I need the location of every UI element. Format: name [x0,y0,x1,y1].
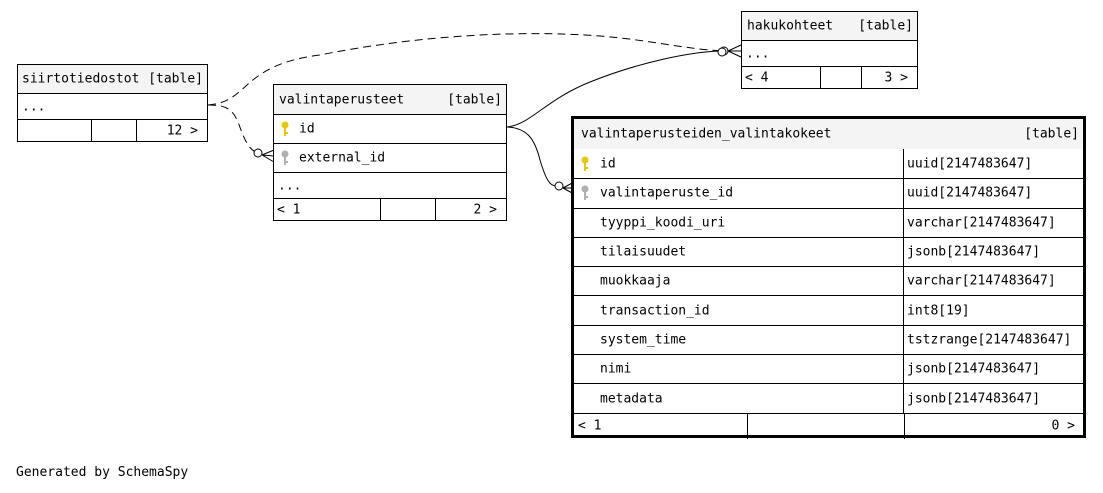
parent-count: < 1 [578,418,602,434]
column-name: transaction_id [600,303,710,319]
edge-valintaperusteet-valintakokeet [506,126,557,187]
footer-right[interactable]: 0 > [904,413,1083,439]
edge-valintaperusteet-hakukohteet [506,50,721,128]
column-row-valintaperuste-id: valintaperuste_id uuid[2147483647] [574,178,1083,208]
table-kind: [table] [1024,126,1079,142]
table-kind: [table] [148,71,203,87]
generated-by-note: Generated by SchemaSpy [16,465,189,480]
parent-count: < 1 [277,202,301,217]
table-kind: [table] [858,18,913,34]
table-header: hakukohteet [table] [742,12,917,40]
table-row: ... [742,40,917,66]
table-header: valintaperusteet [table] [274,85,506,114]
column-row-nimi: nimi jsonb[2147483647] [574,354,1083,384]
table-kind: [table] [447,92,502,107]
crowfoot-hakukohteet-a [727,44,742,58]
ellipsis-row: ... [278,178,302,193]
footer-left [18,120,91,141]
footer-right[interactable]: 12 > [136,120,207,141]
column-row-external-id: external_id [274,143,506,172]
footer-right[interactable]: 2 > [435,199,506,220]
ellipsis-row: ... [22,99,46,114]
child-count: 3 > [884,70,908,85]
table-name: hakukohteet [747,18,834,34]
table-footer: < 1 2 > [274,198,506,220]
table-footer: < 1 0 > [574,412,1083,439]
column-name: system_time [600,332,687,348]
column-row-system-time: system_time tstzrange[2147483647] [574,324,1083,355]
column-row-transaction-id: transaction_id int8[19] [574,295,1083,325]
table-header: valintaperusteiden_valintakokeet [table] [574,119,1083,149]
column-type: varchar[2147483647] [907,215,1056,231]
child-count: 0 > [1051,418,1075,434]
edge-end-hakukohteet-solid [717,47,727,57]
footer-middle [380,199,435,220]
table-name: siirtotiedostot [22,71,140,87]
column-name: tyyppi_koodi_uri [600,215,726,231]
table-valintaperusteiden-valintakokeet[interactable]: valintaperusteiden_valintakokeet [table]… [571,116,1086,439]
column-divider [903,267,904,296]
column-name: tilaisuudet [600,244,687,260]
table-valintaperusteet[interactable]: valintaperusteet [table] id external_id … [273,84,507,221]
table-header: siirtotiedostot [table] [18,65,207,93]
column-name: nimi [600,361,632,377]
primary-key-icon [581,156,589,171]
column-name: id [600,156,616,172]
edge-siirtotiedostot-valintaperusteet [207,104,259,154]
table-row: ... [18,93,207,119]
column-type: uuid[2147483647] [907,156,1033,172]
ellipsis-row: ... [746,46,770,61]
column-name: external_id [299,150,386,166]
column-name: valintaperuste_id [600,185,734,201]
footer-middle [820,67,861,88]
table-footer: 12 > [18,119,207,141]
column-row-id: id uuid[2147483647] [574,149,1083,179]
column-type: uuid[2147483647] [907,185,1033,201]
footer-left[interactable]: < 4 [742,67,820,88]
footer-middle [747,413,904,439]
column-name: muokkaaja [600,273,671,289]
parent-count: < 4 [745,70,769,85]
table-footer: < 4 3 > [742,66,917,88]
primary-key-icon [281,121,289,136]
footer-middle [91,120,136,141]
column-type: jsonb[2147483647] [907,391,1041,407]
column-type: jsonb[2147483647] [907,244,1041,260]
column-row-id: id [274,114,506,143]
crowfoot-external-id [261,149,275,163]
edge-siirtotiedostot-hakukohteet [207,33,727,106]
footer-left[interactable]: < 1 [274,199,380,220]
column-divider [903,325,904,355]
table-siirtotiedostot[interactable]: siirtotiedostot [table] ... 12 > [17,64,208,142]
table-name: valintaperusteet [279,92,405,107]
foreign-key-icon [281,150,289,165]
child-count: 12 > [166,123,198,138]
column-row-metadata: metadata jsonb[2147483647] [574,383,1083,413]
column-type: tstzrange[2147483647] [907,332,1072,348]
column-row-muokkaaja: muokkaaja varchar[2147483647] [574,266,1083,296]
child-count: 2 > [473,202,497,217]
column-divider [903,208,904,237]
table-row: ... [274,172,506,198]
column-type: int8[19] [907,303,970,319]
column-type: jsonb[2147483647] [907,361,1041,377]
edge-end-valintakokeet [554,181,564,191]
column-divider [903,384,904,413]
column-divider [903,355,904,384]
column-divider [903,179,904,208]
column-type: varchar[2147483647] [907,273,1056,289]
table-hakukohteet[interactable]: hakukohteet [table] ... < 4 3 > [741,11,918,89]
column-row-tyyppi-koodi-uri: tyyppi_koodi_uri varchar[2147483647] [574,207,1083,237]
column-row-tilaisuudet: tilaisuudet jsonb[2147483647] [574,236,1083,267]
column-divider [903,149,904,179]
foreign-key-icon [581,185,589,201]
column-divider [903,237,904,267]
column-divider [903,296,904,325]
table-name: valintaperusteiden_valintakokeet [581,126,832,142]
footer-left[interactable]: < 1 [574,414,747,439]
edge-end-external-id [253,148,263,158]
footer-right[interactable]: 3 > [861,67,917,88]
column-name: id [299,121,315,137]
column-name: metadata [600,391,663,407]
